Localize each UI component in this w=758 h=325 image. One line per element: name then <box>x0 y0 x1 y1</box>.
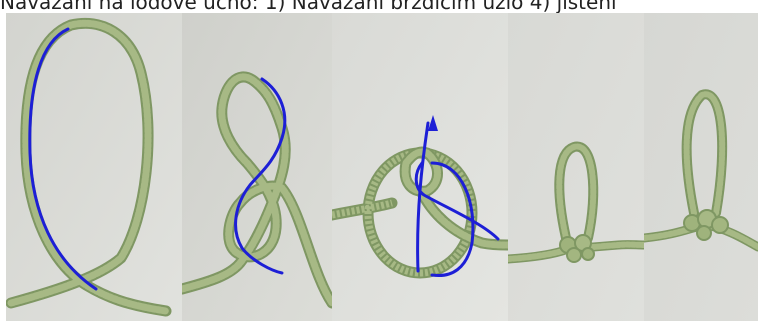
knot-steps-photo-strip <box>6 13 758 321</box>
step-3-panel <box>332 13 508 321</box>
step-4-panel <box>508 13 644 321</box>
caption-text: Navázání na lodové ucho: 1) Navázání brz… <box>0 0 758 13</box>
step-5-panel <box>644 13 758 321</box>
step-2-panel <box>182 13 332 321</box>
figure-eight-illustration <box>182 13 332 321</box>
step-1-panel <box>6 13 182 321</box>
open-loop-illustration <box>6 13 182 321</box>
tightened-knot-illustration <box>644 13 758 321</box>
thread-through-illustration <box>332 13 508 321</box>
small-knot-illustration <box>508 13 644 321</box>
